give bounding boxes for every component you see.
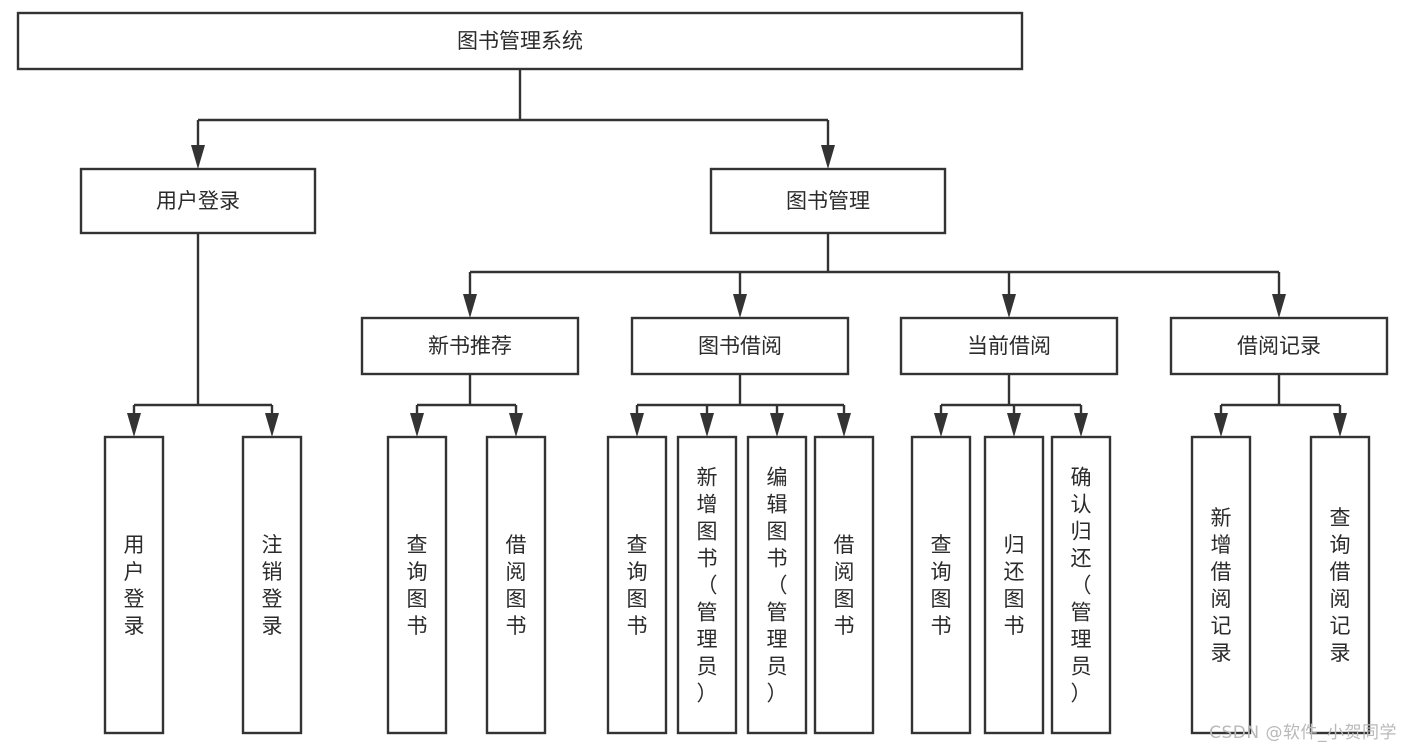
node-box-book-manage [709,167,947,235]
node-borrow-record[interactable]: 借阅记录 [1169,316,1389,376]
watermark-label: CSDN @软件_小贺同学 [1209,723,1397,743]
node-leaf-query-book-3[interactable]: 查询图书 [910,435,972,735]
arrow-head-icon [1272,294,1286,318]
node-box-borrow-record [1169,316,1389,376]
node-leaf-logout[interactable]: 注销登录 [241,435,303,735]
arrow-head-icon [630,413,644,437]
node-box-leaf-borrow-book-2 [813,435,875,735]
node-box-leaf-query-book-2 [606,435,668,735]
node-box-book-borrow [630,316,850,376]
node-box-leaf-confirm-return [1050,435,1112,735]
arrow-head-icon [700,413,714,437]
node-leaf-query-record[interactable]: 查询借阅记录 [1309,435,1371,735]
arrow-head-icon [821,145,835,169]
node-box-leaf-return-book [983,435,1045,735]
node-label-leaf-edit-book: 编辑图书（管理员） [767,466,788,706]
node-label-new-book-recommend: 新书推荐 [428,334,512,358]
arrow-head-icon [463,294,477,318]
node-user-login[interactable]: 用户登录 [79,167,317,235]
node-root[interactable]: 图书管理系统 [16,11,1024,71]
node-label-leaf-confirm-return: 确认归还（管理员） [1071,466,1092,706]
node-label-leaf-query-book-2: 查询图书 [627,533,648,638]
node-leaf-confirm-return[interactable]: 确认归还（管理员） [1050,435,1112,735]
node-box-current-borrow [899,316,1119,376]
node-label-book-borrow: 图书借阅 [698,334,782,358]
node-leaf-query-book-1[interactable]: 查询图书 [386,435,448,735]
connectors-layer [127,69,1347,437]
nodes-layer: 图书管理系统用户登录图书管理新书推荐图书借阅当前借阅借阅记录用户登录注销登录查询… [16,11,1389,735]
node-box-leaf-query-record [1309,435,1371,735]
arrow-head-icon [837,413,851,437]
arrow-head-icon [1074,413,1088,437]
node-box-leaf-query-book-1 [386,435,448,735]
node-box-leaf-user-login [103,435,165,735]
arrow-head-icon [509,413,523,437]
node-label-leaf-add-record: 新增借阅记录 [1211,506,1232,665]
node-leaf-edit-book[interactable]: 编辑图书（管理员） [746,435,808,735]
arrow-head-icon [1333,413,1347,437]
node-leaf-add-book[interactable]: 新增图书（管理员） [676,435,738,735]
node-label-borrow-record: 借阅记录 [1237,334,1321,358]
node-box-leaf-add-book [676,435,738,735]
node-book-borrow[interactable]: 图书借阅 [630,316,850,376]
arrow-head-icon [1002,294,1016,318]
node-label-leaf-borrow-book-1: 借阅图书 [506,533,527,638]
node-box-user-login [79,167,317,235]
node-label-leaf-query-book-1: 查询图书 [407,533,428,638]
node-current-borrow[interactable]: 当前借阅 [899,316,1119,376]
node-box-leaf-query-book-3 [910,435,972,735]
node-label-leaf-user-login: 用户登录 [124,533,145,638]
node-new-book-recommend[interactable]: 新书推荐 [360,316,580,376]
arrow-head-icon [127,413,141,437]
node-leaf-return-book[interactable]: 归还图书 [983,435,1045,735]
node-label-leaf-add-book: 新增图书（管理员） [697,466,718,706]
node-label-book-manage: 图书管理 [786,189,870,213]
node-leaf-user-login[interactable]: 用户登录 [103,435,165,735]
node-label-leaf-query-record: 查询借阅记录 [1330,506,1351,665]
node-label-leaf-query-book-3: 查询图书 [931,533,952,638]
node-leaf-query-book-2[interactable]: 查询图书 [606,435,668,735]
node-box-new-book-recommend [360,316,580,376]
node-box-leaf-logout [241,435,303,735]
node-label-leaf-logout: 注销登录 [262,533,283,638]
node-book-manage[interactable]: 图书管理 [709,167,947,235]
arrow-head-icon [265,413,279,437]
node-label-leaf-borrow-book-2: 借阅图书 [834,533,855,638]
node-box-leaf-edit-book [746,435,808,735]
arrow-head-icon [1007,413,1021,437]
node-leaf-borrow-book-2[interactable]: 借阅图书 [813,435,875,735]
node-label-root: 图书管理系统 [457,29,583,53]
node-label-user-login: 用户登录 [156,189,240,213]
node-box-leaf-borrow-book-1 [485,435,547,735]
node-box-root [16,11,1024,71]
node-leaf-borrow-book-1[interactable]: 借阅图书 [485,435,547,735]
node-label-current-borrow: 当前借阅 [967,334,1051,358]
arrow-head-icon [410,413,424,437]
arrow-head-icon [733,294,747,318]
node-label-leaf-return-book: 归还图书 [1004,533,1025,638]
arrow-head-icon [191,145,205,169]
arrow-head-icon [770,413,784,437]
arrow-head-icon [1214,413,1228,437]
node-leaf-add-record[interactable]: 新增借阅记录 [1190,435,1252,735]
arrow-head-icon [934,413,948,437]
node-box-leaf-add-record [1190,435,1252,735]
